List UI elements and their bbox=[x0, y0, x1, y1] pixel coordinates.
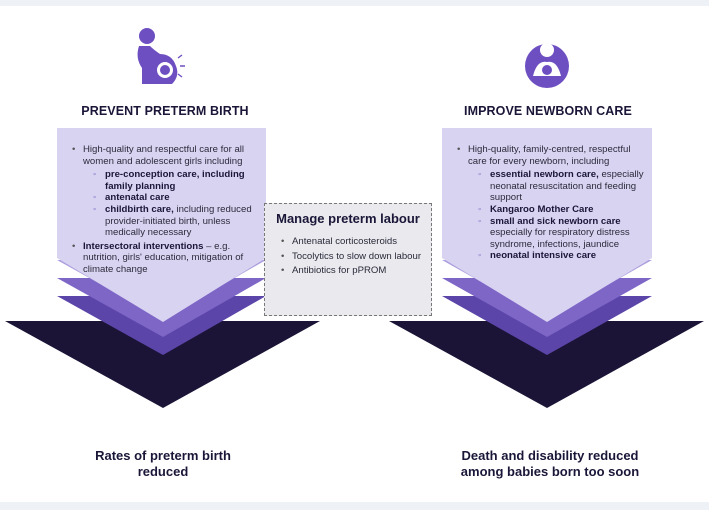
list-item: neonatal intensive care bbox=[478, 250, 651, 262]
list-item: essential newborn care, especially neona… bbox=[478, 169, 651, 204]
list-item: pre-conception care, including family pl… bbox=[93, 169, 264, 192]
list-item: small and sick newborn care especially f… bbox=[478, 216, 651, 251]
list-item: antenatal care bbox=[93, 192, 264, 204]
right-chevron-dark bbox=[389, 321, 704, 408]
left-heading: PREVENT PRETERM BIRTH bbox=[81, 104, 249, 118]
list-item: High-quality and respectful care for all… bbox=[72, 144, 264, 239]
right-text-block: High-quality, family-centred, respectful… bbox=[457, 144, 651, 264]
list-item: Tocolytics to slow down labour bbox=[281, 251, 431, 263]
list-item: High-quality, family-centred, respectful… bbox=[457, 144, 651, 262]
left-chevron-dark bbox=[5, 321, 320, 408]
pregnant-woman-icon bbox=[137, 28, 185, 84]
list-item: childbirth care, including reduced provi… bbox=[93, 204, 264, 239]
list-item: Kangaroo Mother Care bbox=[478, 204, 651, 216]
right-outcome: Death and disability reduced among babie… bbox=[460, 448, 640, 479]
list-item: Antenatal corticosteroids bbox=[281, 236, 431, 248]
left-outcome: Rates of preterm birth reduced bbox=[95, 448, 231, 479]
list-item: Antibiotics for pPROM bbox=[281, 265, 431, 277]
diagram-canvas: PREVENT PRETERM BIRTH IMPROVE NEWBORN CA… bbox=[0, 6, 709, 502]
mother-baby-icon bbox=[525, 43, 569, 88]
list-item: Intersectoral interventions – e.g. nutri… bbox=[72, 241, 264, 276]
center-list: Antenatal corticosteroids Tocolytics to … bbox=[281, 236, 431, 277]
right-heading: IMPROVE NEWBORN CARE bbox=[464, 104, 632, 118]
manage-preterm-labour-box: Manage preterm labour Antenatal corticos… bbox=[264, 203, 432, 316]
left-text-block: High-quality and respectful care for all… bbox=[72, 144, 264, 277]
center-title: Manage preterm labour bbox=[276, 211, 420, 226]
